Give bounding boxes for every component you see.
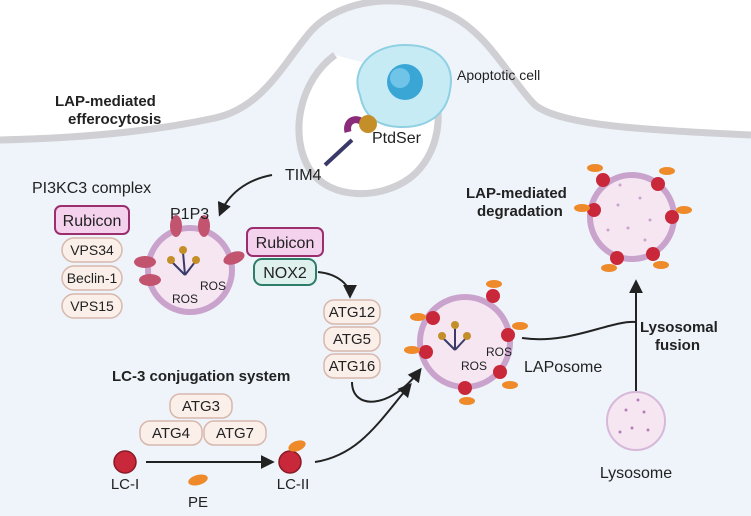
laposome-ros-label-1: ROS <box>486 345 512 359</box>
atg3-label: ATG3 <box>182 398 220 415</box>
phagosome-ros-label-1: ROS <box>200 279 226 293</box>
lc1-label: LC-I <box>111 476 139 493</box>
arrow-tim4-to-phagosome <box>217 174 273 217</box>
arrow-lc2-to-laposome <box>314 382 412 463</box>
lysosomal-fusion-label-1: Lysosomal <box>640 319 718 336</box>
ptdser-label: PtdSer <box>372 130 422 147</box>
pi3kc3-rubicon-box <box>54 205 130 235</box>
lc2-molecule <box>278 450 302 474</box>
pe-lipid <box>188 474 208 486</box>
nox2-label: NOX2 <box>263 265 307 282</box>
early-phagosome <box>134 215 245 315</box>
arrow-laposome-to-fusion <box>521 320 637 341</box>
atg12-label: ATG12 <box>329 304 375 321</box>
nox-rubicon-box <box>246 227 324 257</box>
lysosomal-fusion-label-2: fusion <box>655 337 700 354</box>
lysosome-label: Lysosome <box>600 465 672 482</box>
apoptotic-cell-label: Apoptotic cell <box>457 67 540 83</box>
arrow-nox-to-atg <box>317 271 357 299</box>
atg5-label: ATG5 <box>333 331 371 348</box>
vps15-box <box>61 293 123 319</box>
vps34-box <box>61 237 123 263</box>
lc1-molecule <box>113 450 137 474</box>
laposome <box>404 280 528 405</box>
lap-efferocytosis-title-1: LAP-mediated <box>55 93 156 110</box>
pe-label: PE <box>188 494 208 511</box>
atg4-label: ATG4 <box>152 425 190 442</box>
lc3-system-title: LC-3 conjugation system <box>112 368 290 385</box>
lap-degradation-title-2: degradation <box>477 203 563 220</box>
lc2-pe-lipid <box>288 440 306 452</box>
arrow-atg-to-laposome <box>351 367 422 403</box>
pi3kc3-protein-stack <box>54 205 130 319</box>
atg7-label: ATG7 <box>216 425 254 442</box>
plasma-membrane <box>0 0 751 144</box>
tim4-receptor <box>323 115 377 167</box>
vps34-label: VPS34 <box>70 242 114 258</box>
lap-degradation-title-1: LAP-mediated <box>466 185 567 202</box>
laposome-label: LAPosome <box>524 359 602 376</box>
vps15-label: VPS15 <box>70 298 114 314</box>
nox-rubicon-label: Rubicon <box>256 235 315 252</box>
lysosome <box>606 391 666 451</box>
apoptotic-cell <box>356 43 452 129</box>
phagosome-ros-label-2: ROS <box>172 292 198 306</box>
lap-efferocytosis-title-2: efferocytosis <box>68 111 161 128</box>
nox2-box <box>253 258 317 286</box>
beclin1-box <box>61 265 123 291</box>
beclin1-label: Beclin-1 <box>67 270 118 286</box>
tim4-label: TIM4 <box>285 167 322 184</box>
p1p3-label: P1P3 <box>170 206 209 223</box>
pi3kc3-rubicon-label: Rubicon <box>63 213 122 230</box>
pi3kc3-complex-label: PI3KC3 complex <box>32 180 151 197</box>
atg-conjugate-stack <box>323 299 381 379</box>
lc2-label: LC-II <box>277 476 310 493</box>
atg16-label: ATG16 <box>329 358 375 375</box>
atg-enzyme-boxes <box>139 393 267 446</box>
degradation-vesicle <box>574 164 692 272</box>
laposome-ros-label-2: ROS <box>461 359 487 373</box>
